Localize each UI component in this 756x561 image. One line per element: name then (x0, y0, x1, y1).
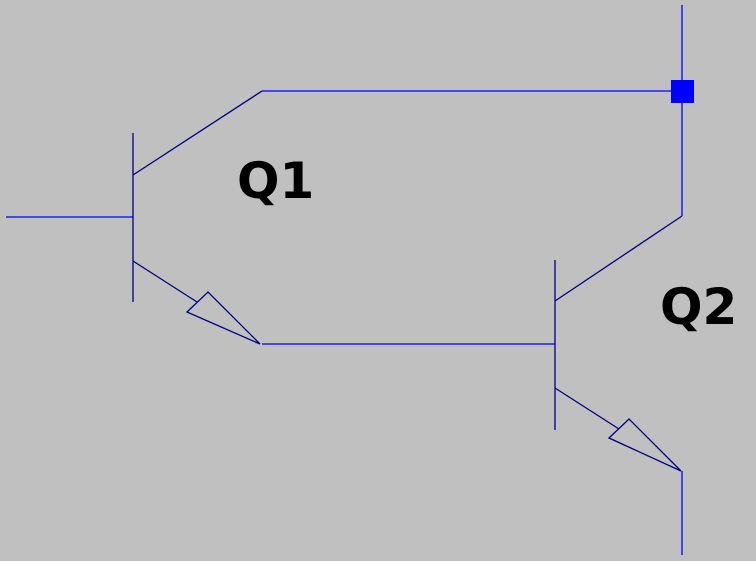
q1-label: Q1 (237, 152, 315, 210)
junction-dot[interactable] (671, 80, 694, 103)
transistor-q1[interactable] (132, 90, 263, 345)
transistor-q2[interactable] (554, 215, 683, 472)
q2-label: Q2 (660, 278, 738, 336)
emitter-arrow-icon (185, 291, 261, 345)
emitter-arrow-icon (607, 418, 682, 472)
